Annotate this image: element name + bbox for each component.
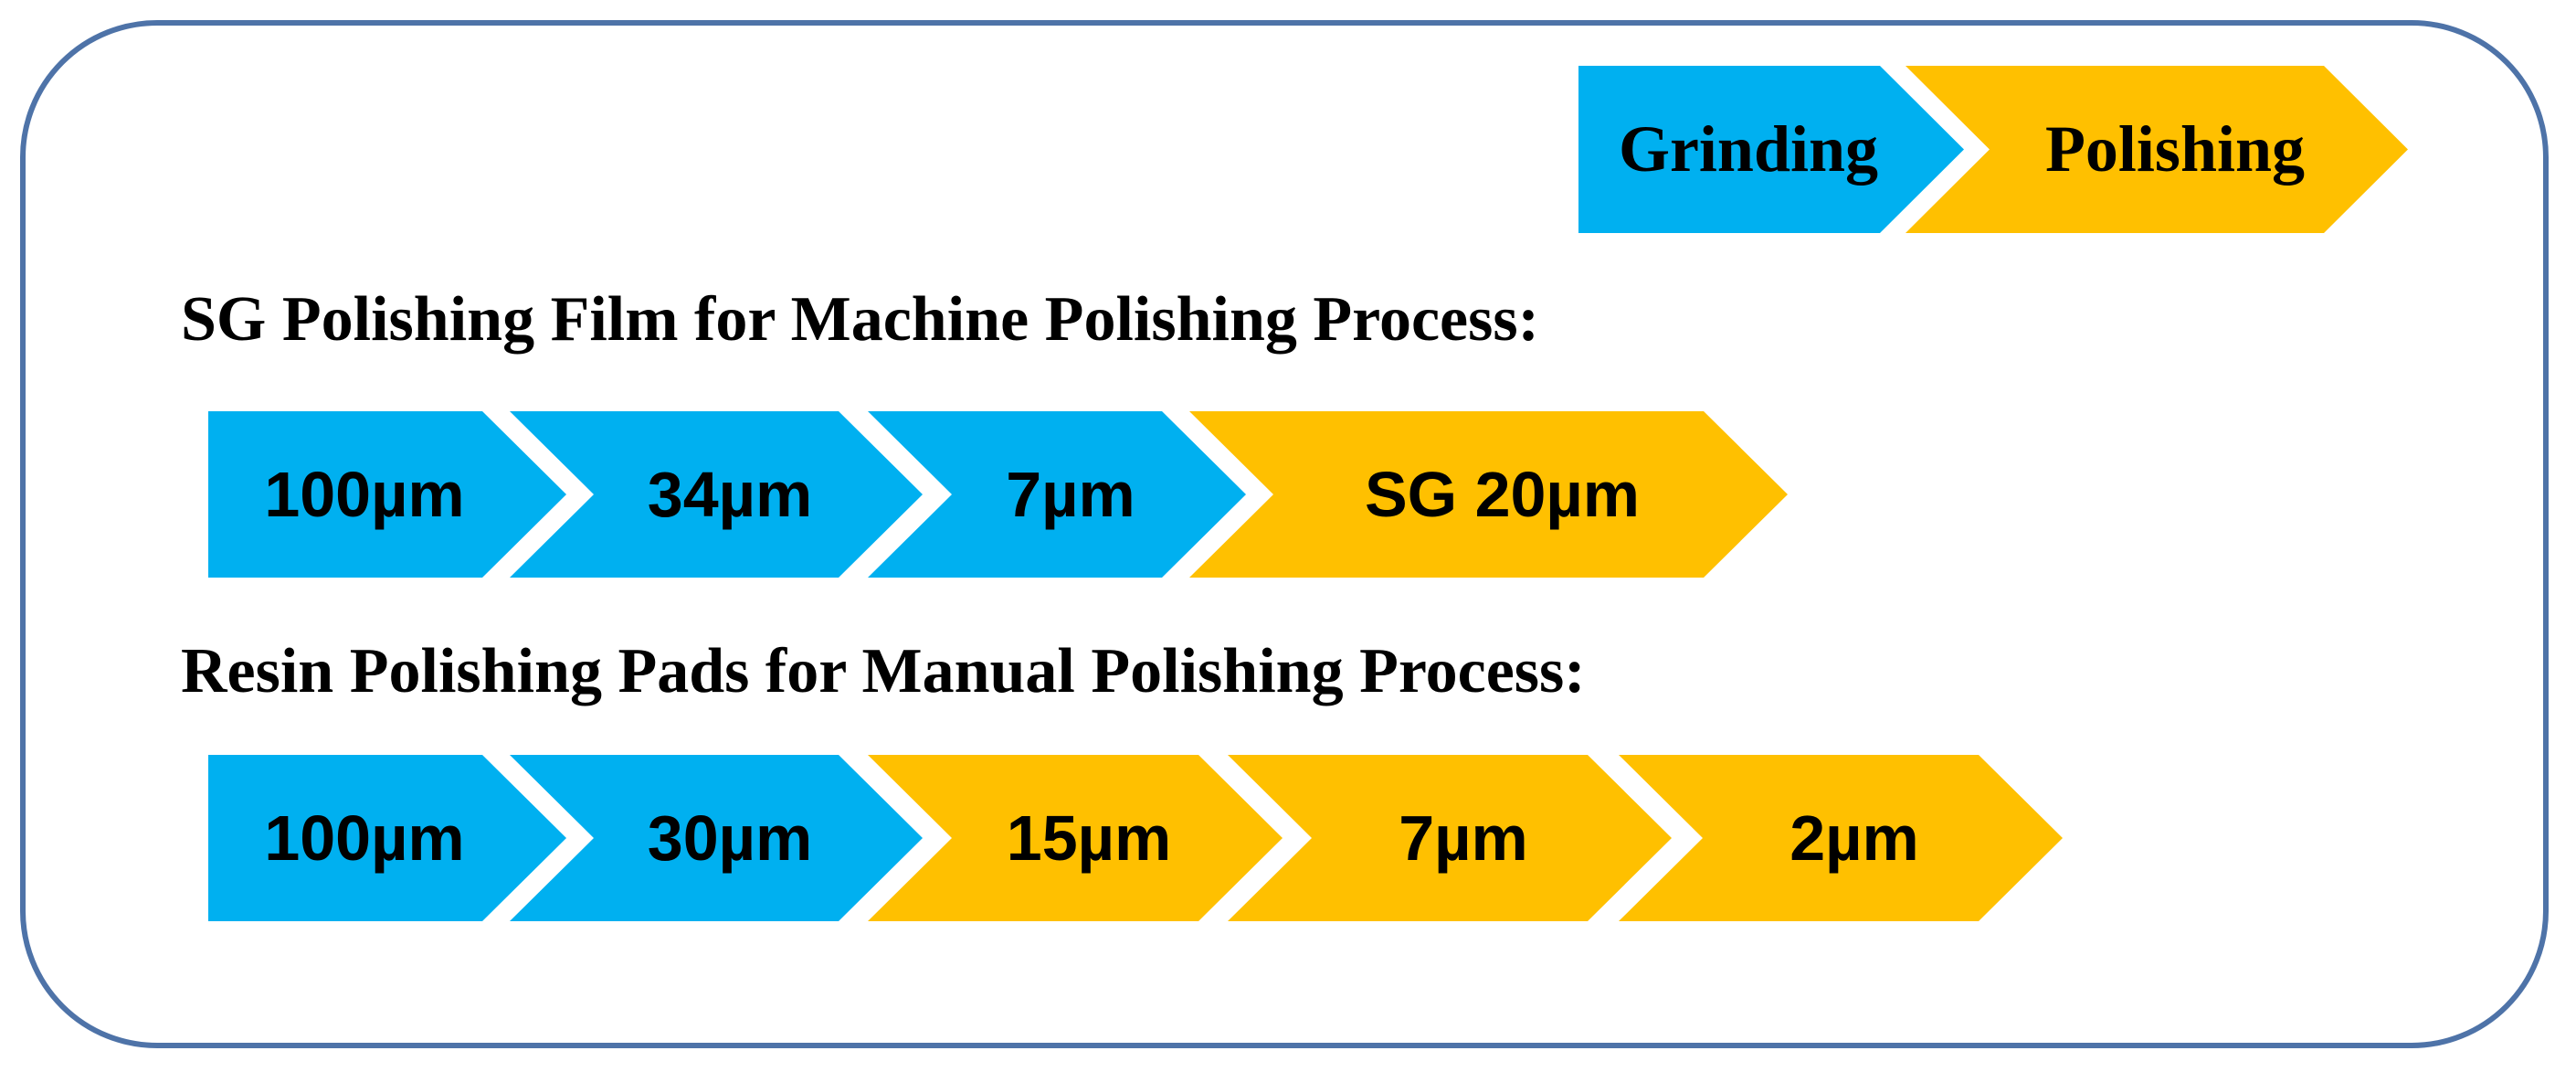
step-label: 100µm xyxy=(264,459,465,530)
machine-process-title: SG Polishing Film for Machine Polishing … xyxy=(181,284,1539,355)
step-label: 100µm xyxy=(264,802,465,874)
legend-polishing: Polishing xyxy=(1906,66,2408,233)
step-label: 7µm xyxy=(1006,459,1135,530)
manual-process-title: Resin Polishing Pads for Manual Polishin… xyxy=(181,636,1586,706)
step-label: SG 20µm xyxy=(1364,459,1641,530)
step-label: 2µm xyxy=(1789,802,1919,874)
step-label: 30µm xyxy=(647,802,813,874)
legend-polishing-label: Polishing xyxy=(2044,112,2306,186)
legend-grinding: Grinding xyxy=(1578,66,1964,233)
step-label: 7µm xyxy=(1399,802,1528,874)
manual-step-1: 100µm xyxy=(208,755,566,921)
step-label: 15µm xyxy=(1006,802,1172,874)
step-label: 34µm xyxy=(647,459,813,530)
legend-grinding-label: Grinding xyxy=(1618,112,1879,186)
machine-step-1: 100µm xyxy=(208,411,566,578)
machine-step-4: SG 20µm xyxy=(1189,411,1788,578)
